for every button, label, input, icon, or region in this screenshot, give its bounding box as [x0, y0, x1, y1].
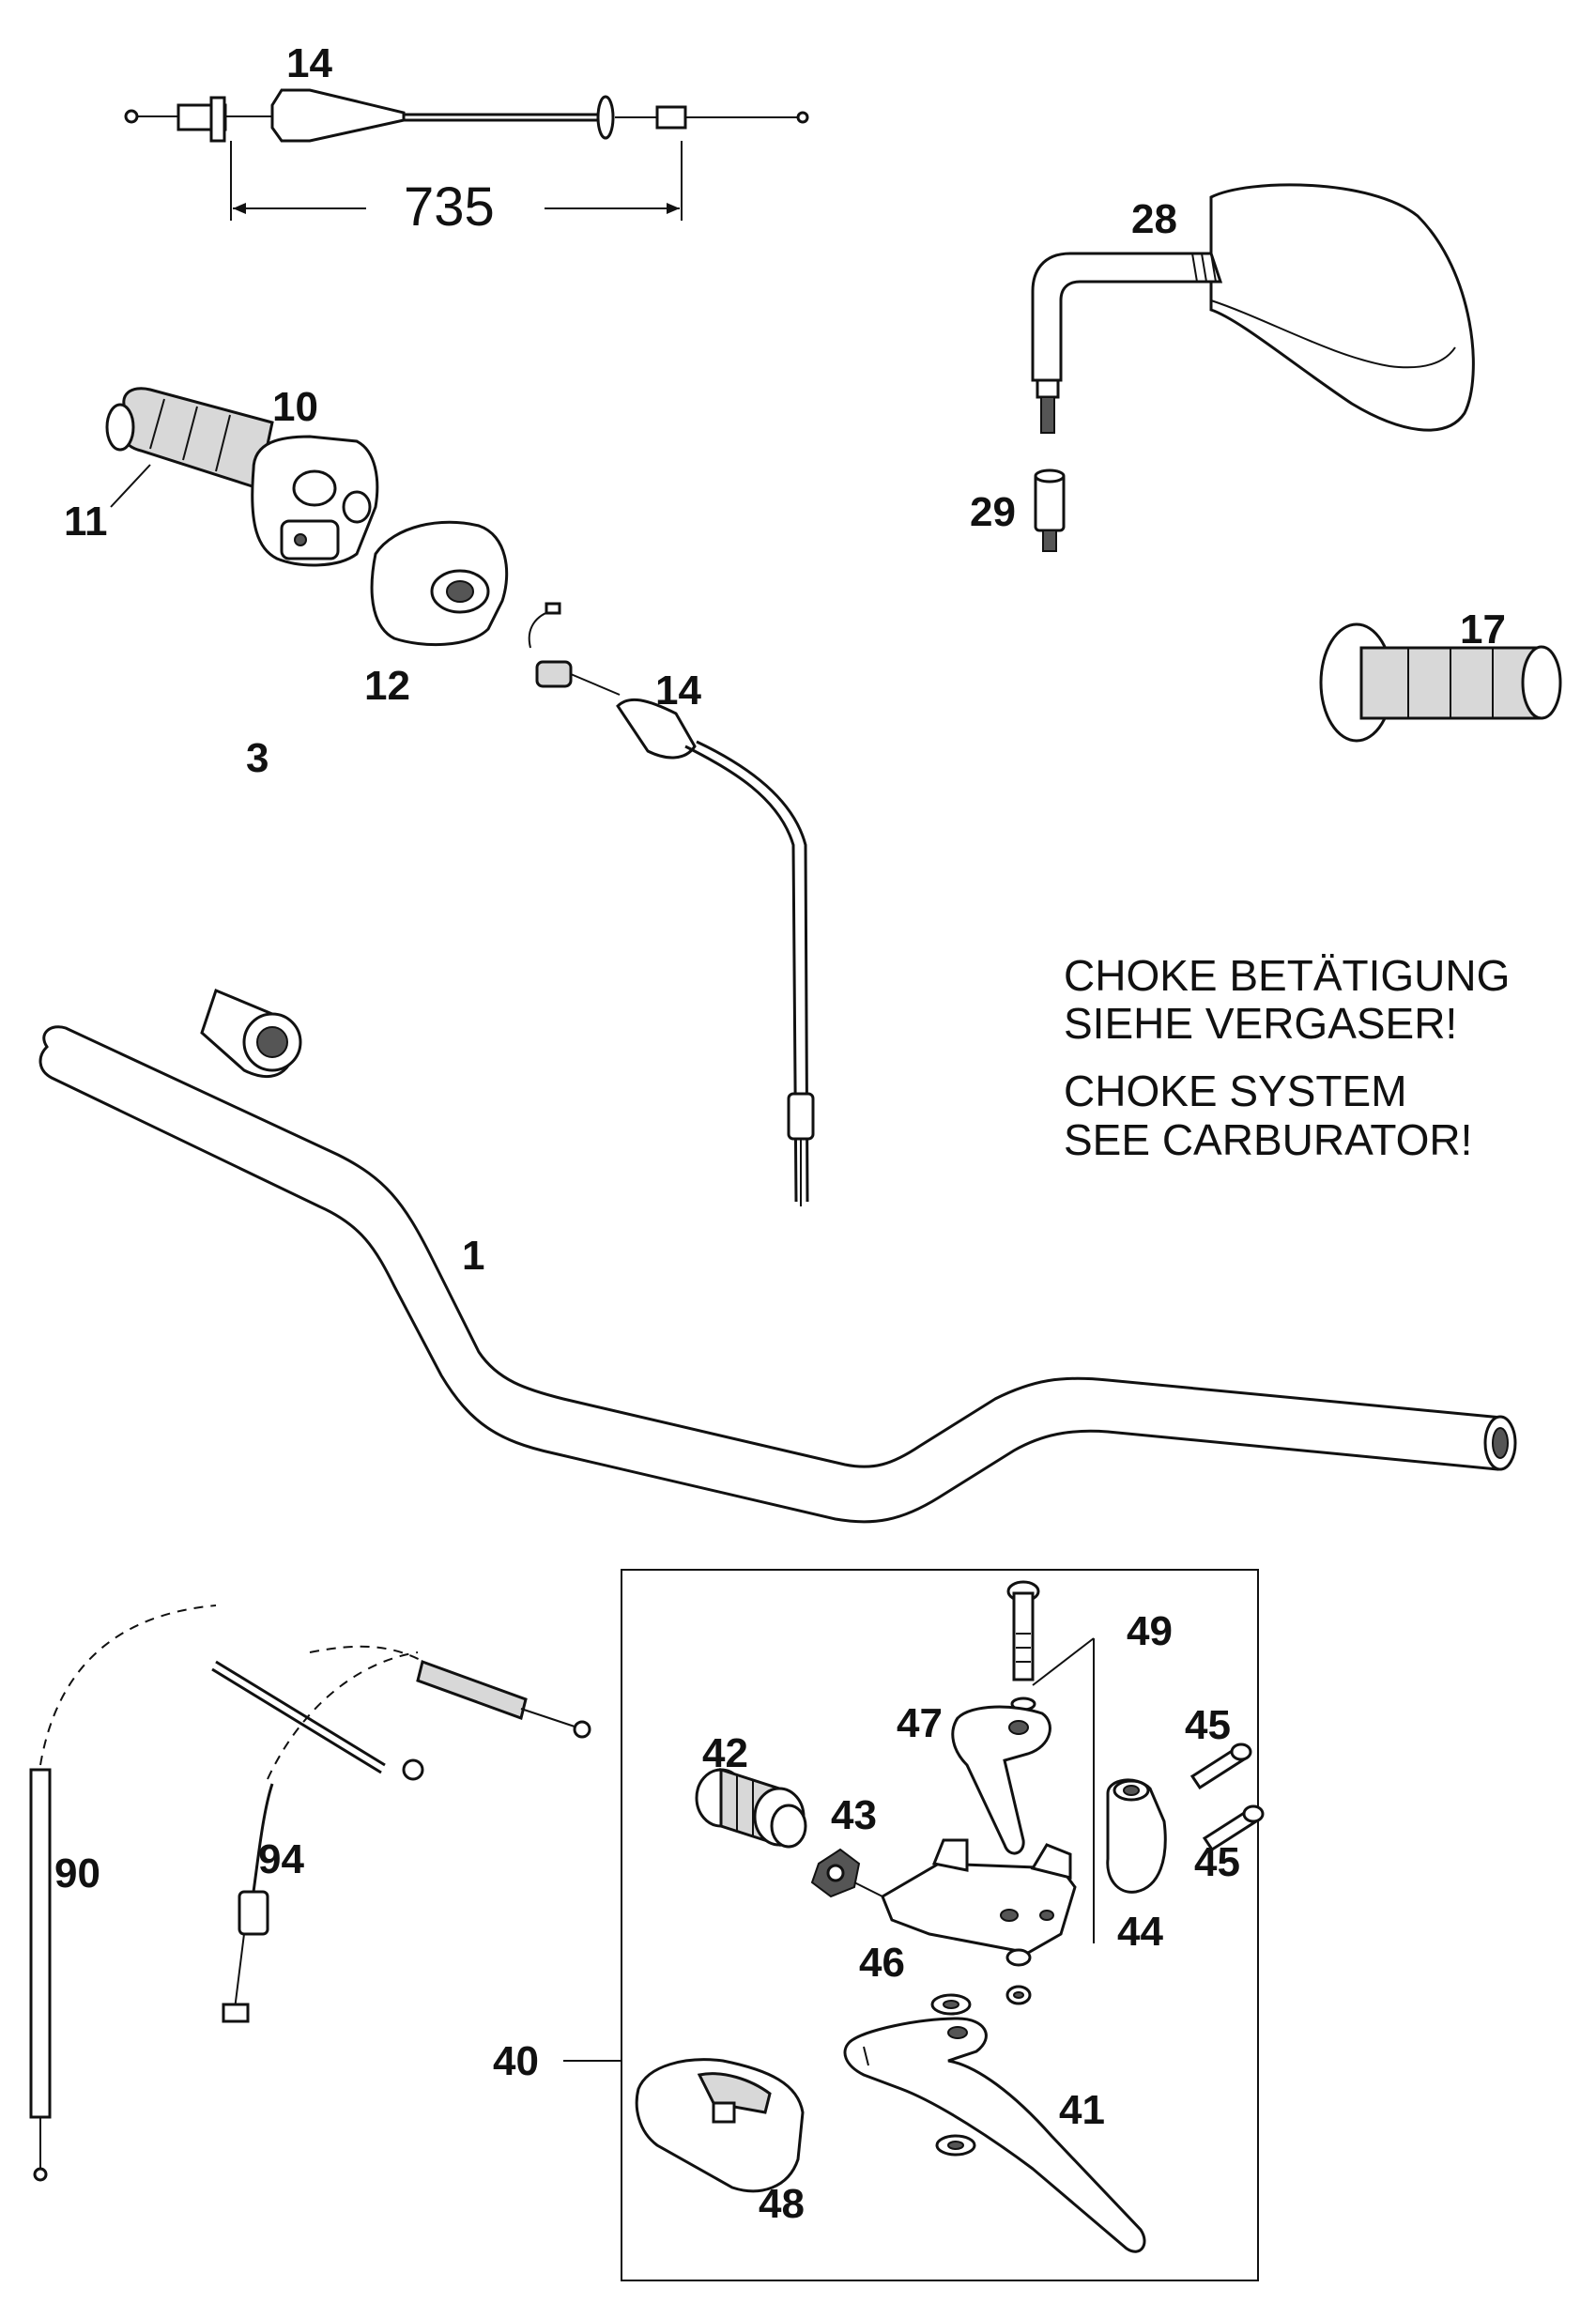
clutch-assembly-box	[563, 1569, 1259, 2281]
clamp-part-44	[1106, 1778, 1167, 1894]
note-line-4: SEE CARBURATOR!	[1064, 1115, 1472, 1164]
choke-note: CHOKE BETÄTIGUNG SIEHE VERGASER! CHOKE S…	[1064, 951, 1510, 1164]
label-14-top: 14	[286, 40, 332, 86]
cable-part-90	[29, 1604, 217, 2182]
grip-part-17	[1319, 622, 1562, 743]
label-47: 47	[897, 1700, 943, 1746]
knob-part-43	[810, 1848, 883, 1898]
label-14-mid: 14	[655, 668, 701, 714]
note-line-1: CHOKE BETÄTIGUNG	[1064, 951, 1510, 1000]
label-41: 41	[1059, 2087, 1105, 2133]
label-42: 42	[702, 1730, 748, 1776]
label-94: 94	[258, 1836, 304, 1882]
throttle-grip-part-11	[105, 387, 274, 490]
adjuster-part-42	[695, 1767, 807, 1849]
label-12: 12	[364, 663, 410, 709]
label-28: 28	[1131, 196, 1177, 242]
label-40: 40	[493, 2038, 539, 2084]
label-11: 11	[64, 499, 108, 545]
label-45-upper: 45	[1185, 1702, 1231, 1748]
bolt-part-45-upper	[1189, 1743, 1252, 1790]
lever-part-41	[843, 2017, 1146, 2253]
label-29: 29	[970, 489, 1016, 535]
throttle-housing-part-10	[251, 435, 379, 567]
label-1: 1	[462, 1233, 484, 1279]
label-90: 90	[54, 1850, 100, 1896]
mirror-adapter-part-29	[1034, 468, 1066, 552]
housing-cover-part-12	[370, 520, 509, 646]
label-10: 10	[272, 384, 318, 430]
dimension-735: 735	[230, 141, 683, 238]
label-43: 43	[831, 1792, 877, 1838]
label-46: 46	[859, 1940, 905, 1986]
note-line-3: CHOKE SYSTEM	[1064, 1067, 1407, 1115]
mirror-part-28	[1031, 183, 1475, 434]
choke-cable-part-14	[528, 602, 815, 1206]
throttle-cable-top	[124, 88, 809, 143]
bracket-part-46	[881, 1838, 1077, 1955]
label-45-lower: 45	[1194, 1839, 1240, 1885]
label-3: 3	[246, 735, 269, 781]
cover-part-48	[635, 2058, 805, 2193]
screw-part-49	[1006, 1580, 1095, 1943]
label-44: 44	[1117, 1909, 1163, 1955]
washers-and-nuts	[930, 1948, 1032, 2157]
handlebar-sleeve	[200, 988, 302, 1079]
handlebar-part-1	[38, 1025, 1517, 1524]
lever-part-47	[951, 1705, 1051, 1855]
label-dimension-735: 735	[404, 177, 495, 238]
cable-part-94	[211, 1645, 591, 2023]
bolt-part-45-lower	[1202, 1804, 1265, 1852]
note-line-2: SIEHE VERGASER!	[1064, 999, 1457, 1048]
label-48: 48	[759, 2181, 805, 2227]
label-17: 17	[1460, 606, 1506, 653]
label-49: 49	[1127, 1608, 1173, 1654]
